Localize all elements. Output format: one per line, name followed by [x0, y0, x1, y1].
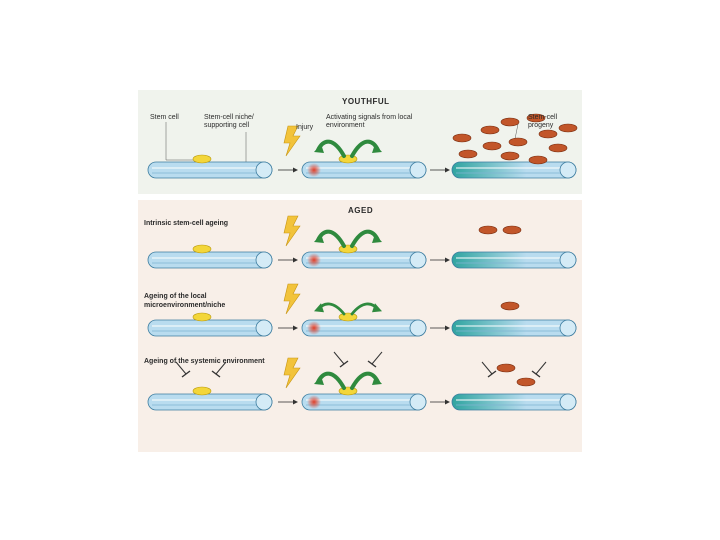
stem-cell-label: Stem cell — [150, 114, 179, 121]
inhibitor-icon — [175, 361, 187, 375]
stem-cell-icon — [192, 386, 212, 396]
stem-cell-icon — [192, 312, 212, 322]
stem-cell-icon — [338, 154, 358, 164]
section-systemic: Ageing of the systemic environment — [144, 358, 265, 365]
injury-site-icon — [307, 321, 321, 335]
muscle-fiber — [147, 393, 273, 411]
progeny-cell-icon — [458, 149, 478, 159]
muscle-fiber-activated — [451, 161, 577, 179]
inhibitor-icon — [535, 361, 547, 375]
niche-label: Stem-cell niche/ supporting cell — [204, 114, 254, 129]
injury-site-icon — [307, 163, 321, 177]
youthful-title: YOUTHFUL — [342, 97, 390, 106]
inhibitor-icon — [215, 361, 227, 375]
progeny-cell-icon — [500, 151, 520, 161]
stem-cell-icon — [338, 312, 358, 322]
progeny-cell-icon — [496, 363, 516, 373]
stem-cell-icon — [338, 386, 358, 396]
progeny-cell-icon — [482, 141, 502, 151]
muscle-fiber — [147, 251, 273, 269]
injury-site-icon — [307, 395, 321, 409]
lightning-icon — [283, 283, 301, 315]
inhibitor-icon — [371, 351, 383, 365]
section-niche: Ageing of the local microenvironment/nic… — [144, 293, 226, 309]
muscle-fiber-activated — [451, 251, 577, 269]
progeny-cell-icon — [500, 117, 520, 127]
progeny-cell-icon — [480, 125, 500, 135]
progeny-label: Stem-cell progeny — [528, 114, 558, 129]
section-intrinsic: Intrinsic stem-cell ageing — [144, 220, 229, 227]
progeny-cell-icon — [538, 129, 558, 139]
stem-cell-ageing-figure: YOUTHFUL Stem cell Stem-cell niche/ supp… — [138, 90, 582, 452]
muscle-fiber — [147, 319, 273, 337]
inhibitor-icon — [333, 351, 345, 365]
stem-cell-icon — [338, 244, 358, 254]
progeny-cell-icon — [508, 137, 528, 147]
lightning-icon — [283, 357, 301, 389]
progeny-cell-icon — [452, 133, 472, 143]
progeny-cell-icon — [528, 155, 548, 165]
progeny-cell-icon — [500, 301, 520, 311]
progeny-cell-icon — [558, 123, 578, 133]
progeny-cell-icon — [548, 143, 568, 153]
muscle-fiber — [147, 161, 273, 179]
stem-cell-icon — [192, 244, 212, 254]
progeny-cell-icon — [478, 225, 498, 235]
muscle-fiber-activated — [451, 319, 577, 337]
progeny-cell-icon — [502, 225, 522, 235]
progeny-cell-icon — [516, 377, 536, 387]
injury-site-icon — [307, 253, 321, 267]
lightning-icon — [283, 125, 301, 157]
lightning-icon — [283, 215, 301, 247]
aged-title: AGED — [348, 206, 374, 215]
stem-cell-icon — [192, 154, 212, 164]
inhibitor-icon — [481, 361, 493, 375]
progeny-cell-icon — [526, 113, 546, 123]
muscle-fiber-activated — [451, 393, 577, 411]
diagram-art — [147, 113, 578, 411]
signals-label: Activating signals from local environmen… — [326, 114, 413, 129]
injury-label: Injury — [296, 124, 314, 131]
